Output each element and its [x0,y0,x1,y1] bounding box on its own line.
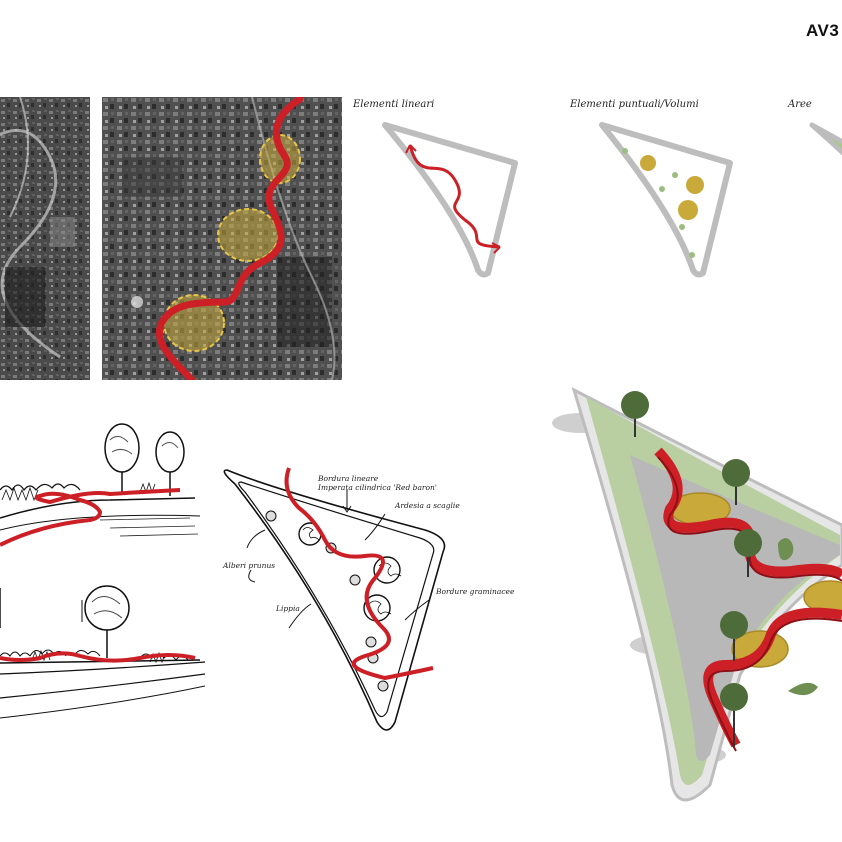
annotation-border: Bordura lineare Imperata cilindrica 'Red… [318,474,437,492]
aerial-map-left [0,97,90,380]
diagram-point [590,115,750,285]
red-line [284,467,434,681]
aerial-map-highlight [102,97,342,380]
annotation-border-line2: Imperata cilindrica 'Red baron' [318,483,437,492]
red-line [408,144,501,249]
diagram-linear [370,115,530,285]
annotation-border-line1: Bordura lineare [318,474,379,483]
tree-icon [621,391,649,419]
sketch-plan [215,460,455,740]
label-linear-elements: Elementi lineari [353,99,435,110]
tree-icon [722,459,750,487]
sketch-section-bottom [0,578,205,723]
annotation-trees: Alberi prunus [223,561,276,570]
sketch-section-top [0,420,200,550]
diagram-areas [806,115,842,285]
tree-icon [734,529,762,557]
sheet-code: AV3 [806,21,840,40]
annotation-slate: Ardesia a scaglie [395,501,460,510]
highlight-zone [217,208,279,262]
highlight-zone [259,134,301,184]
tree-icon [720,683,748,711]
model-axonometric [540,375,842,815]
tree-icon [720,611,748,639]
red-ribbon [703,607,842,748]
red-path [155,97,304,380]
annotation-grasses: Bordure graminacee [436,587,515,596]
red-ribbon [654,447,842,580]
label-areas: Aree [788,99,812,110]
red-path [0,651,196,663]
red-path [0,488,181,547]
annotation-lippia: Lippia [276,604,300,613]
label-point-elements: Elementi puntuali/Volumi [570,99,699,110]
